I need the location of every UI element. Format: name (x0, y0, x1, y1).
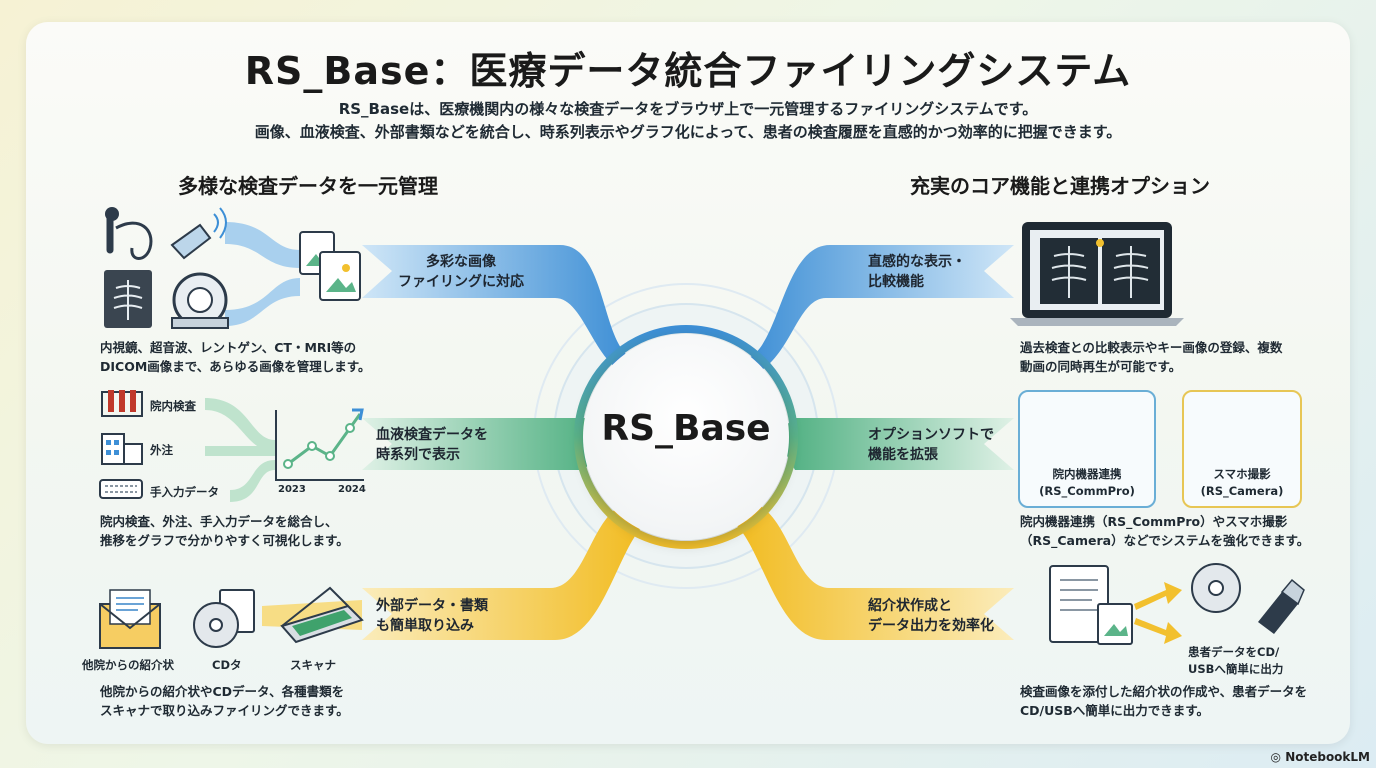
ribbon-external: 外部データ・書類 も簡単取り込み (376, 596, 536, 636)
commpro-label-line2: (RS_CommPro) (1039, 484, 1135, 498)
caption-external-line2: スキャナで取り込みファイリングできます。 (100, 703, 349, 718)
caption-output-line1: 検査画像を添付した紹介状の作成や、患者データを (1020, 684, 1308, 699)
left-section-title: 多様な検査データを一元管理 (178, 174, 438, 198)
ribbon-external-line1: 外部データ・書類 (376, 598, 488, 614)
center-label: RS_Base (601, 408, 771, 449)
source-external: 外注 (150, 443, 173, 457)
page-title: RS_Base：医療データ統合ファイリングシステム (244, 49, 1132, 93)
caption-images-line2: DICOM画像まで、あらゆる画像を管理します。 (100, 359, 371, 374)
caption-external-line1: 他院からの紹介状やCDデータ、各種書類を (100, 684, 345, 699)
caption-blood: 院内検査、外注、手入力データを総合し、 推移をグラフで分かりやすく可視化します。 (100, 512, 349, 550)
caption-output: 検査画像を添付した紹介状の作成や、患者データを CD/USBへ簡単に出力できます… (1020, 682, 1307, 720)
export-label: 患者データをCD/ USBへ簡単に出力 (1188, 644, 1283, 678)
caption-compare: 過去検査との比較表示やキー画像の登録、複数 動画の同時再生が可能です。 (1020, 338, 1282, 376)
ribbon-images-line1: 多彩な画像 (426, 254, 496, 270)
watermark-text: NotebookLM (1285, 750, 1370, 764)
caption-blood-line1: 院内検査、外注、手入力データを総合し、 (100, 514, 338, 529)
ribbon-images: 多彩な画像 ファイリングに対応 (376, 252, 546, 292)
ribbon-blood: 血液検査データを 時系列で表示 (376, 425, 536, 465)
caption-options: 院内機器連携（RS_CommPro）やスマホ撮影 （RS_Camera）などでシ… (1020, 512, 1309, 550)
endoscope-icon (105, 207, 153, 260)
ribbon-output: 紹介状作成と データ出力を効率化 (868, 596, 1008, 636)
camera-label: スマホ撮影 (RS_Camera) (1182, 466, 1302, 500)
source-manual: 手入力データ (150, 485, 219, 499)
ribbon-external-line2: も簡単取り込み (376, 618, 474, 634)
ultrasound-icon (170, 207, 227, 260)
export-label-line1: 患者データをCD/ (1188, 645, 1280, 659)
ribbon-blood-line1: 血液検査データを (376, 427, 488, 443)
ribbon-options-line1: オプションソフトで (868, 427, 994, 443)
caption-output-line2: CD/USBへ簡単に出力できます。 (1020, 703, 1210, 718)
camera-label-line2: (RS_Camera) (1200, 484, 1284, 498)
image-file-icon (299, 231, 361, 301)
caption-options-line1: 院内機器連携（RS_CommPro）やスマホ撮影 (1020, 514, 1288, 529)
caption-compare-line2: 動画の同時再生が可能です。 (1020, 359, 1182, 374)
ribbon-blood-line2: 時系列で表示 (376, 447, 460, 463)
description-line-1: RS_Baseは、医療機関内の様々な検査データをブラウザ上で一元管理するファイリ… (338, 100, 1038, 118)
item-scanner: スキャナ (290, 658, 336, 672)
ribbon-options-line2: 機能を拡張 (868, 447, 938, 463)
caption-blood-line2: 推移をグラフで分かりやすく可視化します。 (100, 533, 349, 548)
line-graph-icon (275, 408, 364, 481)
keyboard-icon (99, 479, 143, 499)
commpro-label-line1: 院内機器連携 (1052, 467, 1122, 481)
camera-label-line1: スマホ撮影 (1213, 467, 1271, 481)
commpro-label: 院内機器連携 (RS_CommPro) (1018, 466, 1156, 500)
export-label-line2: USBへ簡単に出力 (1188, 662, 1284, 676)
scanner-icon (280, 586, 364, 644)
caption-options-line2: （RS_Camera）などでシステムを強化できます。 (1020, 533, 1310, 548)
caption-external: 他院からの紹介状やCDデータ、各種書類を スキャナで取り込みファイリングできます… (100, 682, 349, 720)
commpro-card (1018, 390, 1156, 508)
envelope-icon (99, 589, 161, 649)
cd-icon (193, 589, 255, 648)
item-referral: 他院からの紹介状 (82, 658, 174, 672)
item-cd: CDタ (212, 658, 242, 672)
ribbon-output-line2: データ出力を効率化 (868, 618, 994, 634)
notebooklm-icon: ◎ (1270, 750, 1286, 764)
year-2024: 2024 (338, 484, 366, 495)
ribbon-compare-line2: 比較機能 (868, 274, 924, 290)
caption-images-line1: 内視鏡、超音波、レントゲン、CT・MRI等の (100, 340, 357, 355)
caption-images: 内視鏡、超音波、レントゲン、CT・MRI等の DICOM画像まで、あらゆる画像を… (100, 338, 371, 376)
year-2023: 2023 (278, 484, 306, 495)
watermark: ◎ NotebookLM (1271, 750, 1370, 764)
ribbon-compare: 直感的な表示・ 比較機能 (868, 252, 1008, 292)
ribbon-compare-line1: 直感的な表示・ (868, 254, 966, 270)
center-hub (583, 334, 789, 540)
ribbon-output-line1: 紹介状作成と (868, 598, 952, 614)
source-inhouse: 院内検査 (150, 399, 196, 413)
ribbon-options: オプションソフトで 機能を拡張 (868, 425, 1008, 465)
caption-compare-line1: 過去検査との比較表示やキー画像の登録、複数 (1020, 340, 1283, 355)
description-line-2: 画像、血液検査、外部書類などを統合し、時系列表示やグラフ化によって、患者の検査履… (254, 123, 1122, 141)
building-icon (101, 433, 143, 465)
ribbon-images-line2: ファイリングに対応 (398, 274, 524, 290)
camera-card (1182, 390, 1302, 508)
ct-scanner-icon (171, 272, 229, 329)
usb-icon (1258, 578, 1305, 634)
right-section-title: 充実のコア機能と連携オプション (910, 174, 1210, 198)
laptop-xray-icon (1010, 222, 1184, 326)
lab-tubes-icon (101, 390, 143, 417)
cd-export-icon (1191, 563, 1241, 613)
xray-icon (104, 270, 152, 328)
referral-document-icon (1049, 565, 1133, 645)
